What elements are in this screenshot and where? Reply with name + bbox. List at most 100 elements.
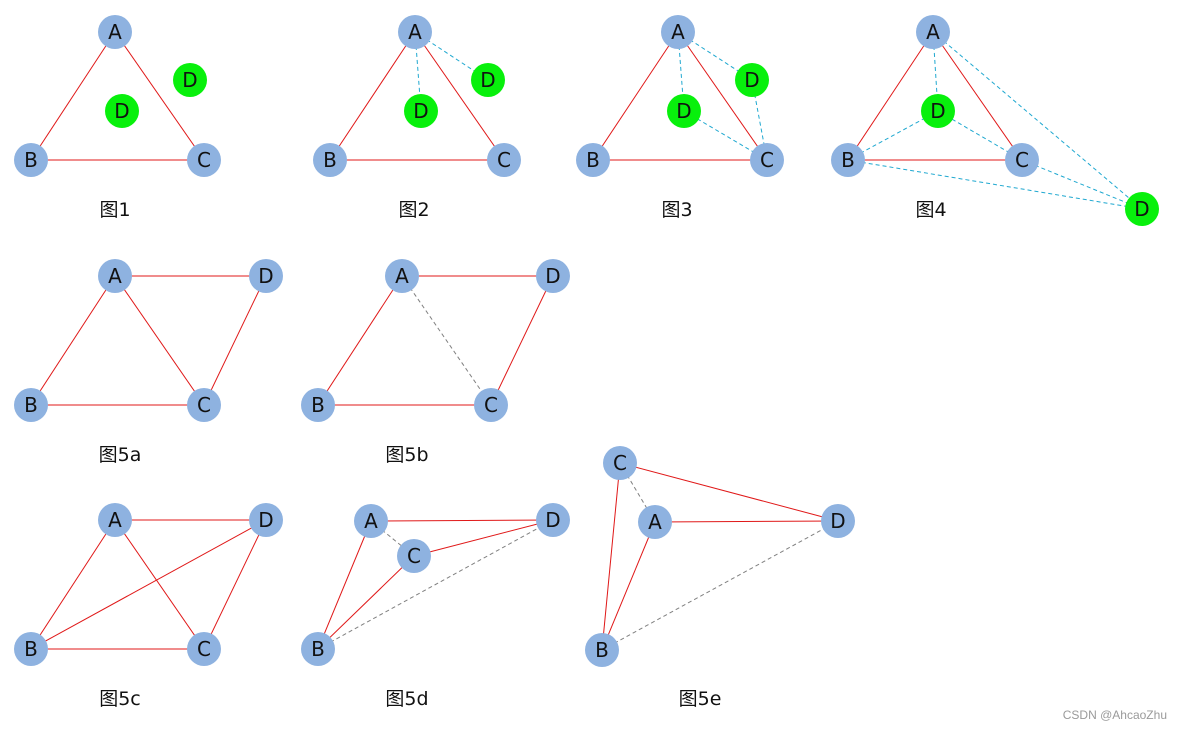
node-label: D [182, 68, 197, 92]
node-circle [14, 632, 48, 666]
node-label: C [1015, 148, 1029, 172]
figure-caption: 图4 [915, 199, 946, 221]
edge-B-D [317, 519, 554, 650]
node-B: B [14, 632, 48, 666]
node-circle [916, 15, 950, 49]
figure-caption: 图5e [679, 688, 722, 710]
edge-A-B [329, 31, 416, 161]
edge-A-D [370, 519, 554, 522]
node-label: D [114, 99, 129, 123]
node-C: C [603, 446, 637, 480]
edge-C-D [203, 519, 267, 650]
edge-C-D [619, 462, 839, 522]
node-label: B [311, 393, 325, 417]
node-circle [398, 15, 432, 49]
node-circle [638, 505, 672, 539]
edge-C-D [203, 275, 267, 406]
edge-A-C [114, 519, 205, 650]
node-D2: D [735, 63, 769, 97]
node-label: A [108, 20, 122, 44]
edge-B-D1 [847, 110, 939, 161]
node-label: B [24, 148, 38, 172]
node-label: C [197, 393, 211, 417]
edge-A-C [114, 275, 205, 406]
edge-B-D2 [847, 159, 1143, 210]
node-C: C [487, 143, 521, 177]
node-A: A [661, 15, 695, 49]
figure-图5d: A B C D 图5d [301, 503, 570, 710]
node-label: C [497, 148, 511, 172]
node-label: D [545, 264, 560, 288]
node-C: C [1005, 143, 1039, 177]
node-C: C [397, 539, 431, 573]
node-C: C [750, 143, 784, 177]
edge-A-B [30, 519, 116, 650]
node-D: D [249, 259, 283, 293]
node-D: D [821, 504, 855, 538]
figure-caption: 图2 [398, 199, 429, 221]
node-D: D [536, 503, 570, 537]
figure-caption: 图5d [385, 688, 428, 710]
node-label: A [108, 508, 122, 532]
node-B: B [301, 632, 335, 666]
node-circle [735, 63, 769, 97]
node-label: A [364, 509, 378, 533]
edge-A-D [654, 520, 839, 523]
node-circle [536, 503, 570, 537]
node-circle [921, 94, 955, 128]
node-label: C [197, 637, 211, 661]
node-label: A [408, 20, 422, 44]
node-circle [98, 503, 132, 537]
node-circle [1125, 192, 1159, 226]
node-circle [397, 539, 431, 573]
node-D: D [249, 503, 283, 537]
node-label: C [407, 544, 421, 568]
node-A: A [354, 504, 388, 538]
node-circle [831, 143, 865, 177]
node-circle [14, 143, 48, 177]
node-label: D [413, 99, 428, 123]
node-D2: D [1125, 192, 1159, 226]
node-label: C [197, 148, 211, 172]
node-circle [1005, 143, 1039, 177]
node-label: C [613, 451, 627, 475]
node-A: A [916, 15, 950, 49]
node-B: B [576, 143, 610, 177]
node-D2: D [173, 63, 207, 97]
node-label: B [311, 637, 325, 661]
node-label: B [586, 148, 600, 172]
edge-B-D [30, 519, 267, 650]
node-label: D [830, 509, 845, 533]
node-circle [536, 259, 570, 293]
node-circle [249, 259, 283, 293]
edge-A-B [317, 275, 403, 406]
node-label: A [395, 264, 409, 288]
edge-A-B [601, 521, 656, 651]
node-D1: D [404, 94, 438, 128]
node-circle [603, 446, 637, 480]
edge-C-D2 [1021, 159, 1143, 210]
edge-A-B [317, 520, 372, 650]
node-circle [301, 388, 335, 422]
node-A: A [98, 503, 132, 537]
node-A: A [98, 15, 132, 49]
figure-caption: 图3 [661, 199, 692, 221]
node-circle [385, 259, 419, 293]
node-circle [249, 503, 283, 537]
node-circle [173, 63, 207, 97]
node-circle [187, 143, 221, 177]
node-circle [750, 143, 784, 177]
node-label: A [926, 20, 940, 44]
node-label: D [258, 264, 273, 288]
figure-caption: 图1 [99, 199, 130, 221]
node-circle [98, 259, 132, 293]
edge-A-B [30, 275, 116, 406]
edge-B-C [317, 555, 415, 650]
node-label: D [258, 508, 273, 532]
node-D2: D [471, 63, 505, 97]
